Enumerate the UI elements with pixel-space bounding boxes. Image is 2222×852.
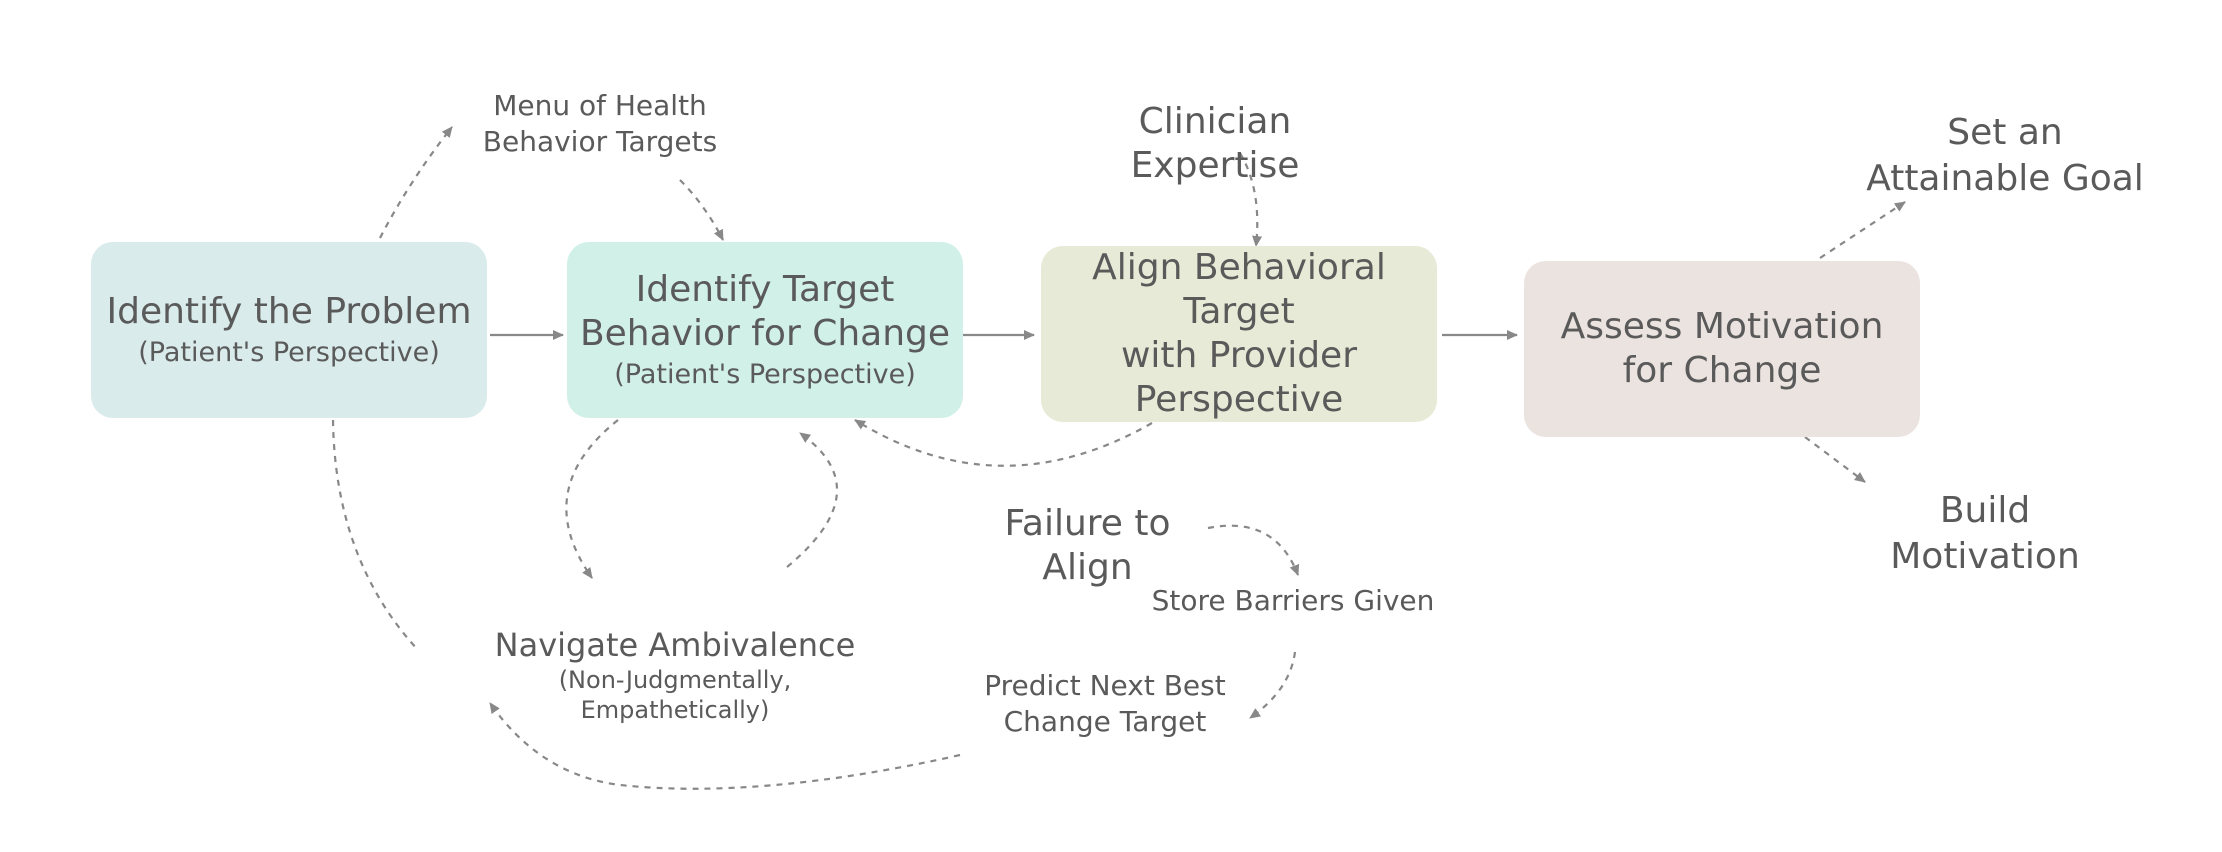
assess-motivation-box: Assess Motivation for Change: [1524, 261, 1920, 437]
arrow-problem-loop-start: [331, 419, 419, 651]
align-target-box: Align Behavioral Target with Provider Pe…: [1041, 246, 1437, 422]
navigate-ambivalence-subtitle: (Non-Judgmentally, Empathetically): [558, 666, 792, 724]
arrow-target-to-ambivalence: [565, 419, 619, 579]
identify-problem-title: Identify the Problem: [106, 291, 472, 332]
arrow-assess-to-build: [1804, 436, 1866, 483]
menu-targets-label: Menu of Health Behavior Targets: [482, 89, 718, 158]
identify-target-box: Identify Target Behavior for Change (Pat…: [567, 242, 963, 418]
arrow-assess-to-goal: [1819, 201, 1906, 259]
navigate-ambivalence-label: Navigate Ambivalence (Non-Judgmentally, …: [470, 585, 880, 765]
arrow-failure-to-store: [1207, 524, 1300, 576]
arrow-ambivalence-to-target: [786, 432, 838, 568]
align-target-title: Align Behavioral Target with Provider Pe…: [1092, 247, 1386, 420]
failure-to-align-label: Failure to Align: [1004, 503, 1171, 588]
identify-target-subtitle: (Patient's Perspective): [614, 359, 916, 390]
identify-target-title: Identify Target Behavior for Change: [579, 269, 951, 354]
arrow-predict-to-problem: [489, 702, 961, 790]
identify-problem-subtitle: (Patient's Perspective): [138, 337, 440, 368]
predict-next-label: Predict Next Best Change Target: [984, 669, 1226, 738]
store-barriers-label: Store Barriers Given: [1151, 584, 1435, 617]
arrow-problem-to-menu: [379, 126, 453, 239]
clinician-expertise-label: Clinician Expertise: [1130, 101, 1300, 186]
build-motivation-label: Build Motivation: [1890, 490, 2080, 577]
arrow-align-back-to-target: [854, 419, 1153, 467]
arrow-menu-to-target: [679, 179, 724, 241]
assess-motivation-title: Assess Motivation for Change: [1560, 306, 1884, 391]
set-goal-label: Set an Attainable Goal: [1866, 112, 2144, 199]
arrow-expertise-to-align: [1239, 152, 1263, 247]
navigate-ambivalence-title: Navigate Ambivalence: [494, 626, 856, 664]
identify-problem-box: Identify the Problem (Patient's Perspect…: [91, 242, 487, 418]
arrow-store-to-predict: [1249, 651, 1297, 719]
